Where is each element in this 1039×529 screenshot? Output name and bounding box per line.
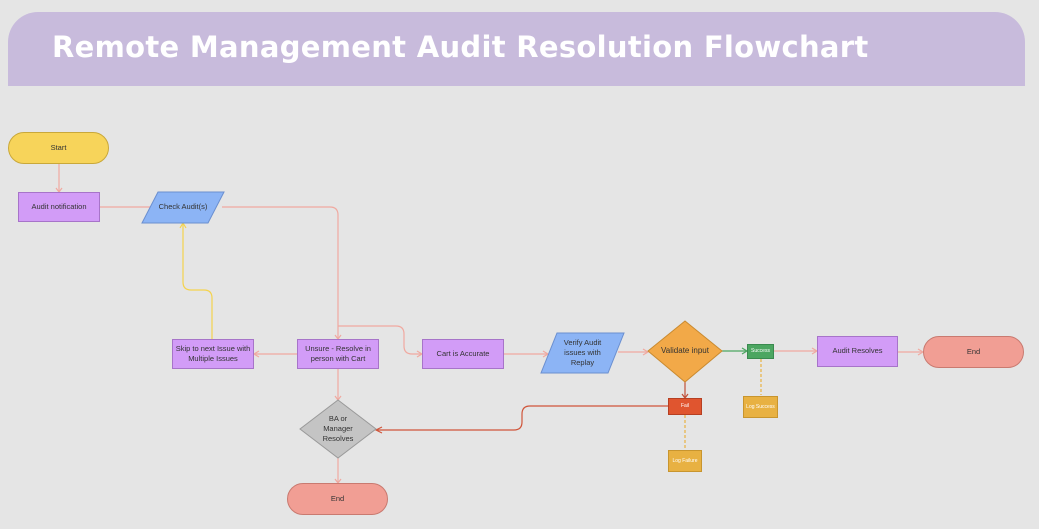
log-success-node[interactable]: Log Success	[743, 396, 778, 418]
check-audits-node[interactable]: Check Audit(s)	[158, 202, 208, 212]
title-bar	[8, 12, 1025, 86]
log-failure-node[interactable]: Log Failure	[668, 450, 702, 472]
end-node-bottom[interactable]: End	[287, 483, 388, 515]
page-title: Remote Management Audit Resolution Flowc…	[52, 30, 869, 64]
cart-accurate-node[interactable]: Cart is Accurate	[422, 339, 504, 369]
validate-shape	[647, 320, 723, 383]
unsure-node[interactable]: Unsure - Resolve in person with Cart	[297, 339, 379, 369]
check-audits-shape	[141, 191, 225, 224]
connector-fail-to-ba	[377, 405, 668, 431]
verify-node[interactable]: Verify Audit issues with Replay	[563, 337, 602, 368]
ba-shape	[299, 399, 377, 459]
audit-notification-node[interactable]: Audit notification	[18, 192, 100, 222]
validate-node[interactable]: Validate input	[661, 345, 709, 355]
audit-resolves-node[interactable]: Audit Resolves	[817, 336, 898, 367]
success-node[interactable]: Success	[747, 344, 774, 359]
end-node-right[interactable]: End	[923, 336, 1024, 368]
skip-issue-node[interactable]: Skip to next Issue with Multiple Issues	[172, 339, 254, 369]
fail-node[interactable]: Fail	[668, 398, 702, 415]
verify-shape	[540, 332, 625, 374]
start-node[interactable]: Start	[8, 132, 109, 164]
connector-check-to-unsure	[222, 206, 339, 339]
connector-to-cart	[338, 325, 421, 355]
connector-skip-to-check	[182, 224, 213, 339]
ba-manager-node[interactable]: BA or Manager Resolves	[322, 413, 354, 444]
